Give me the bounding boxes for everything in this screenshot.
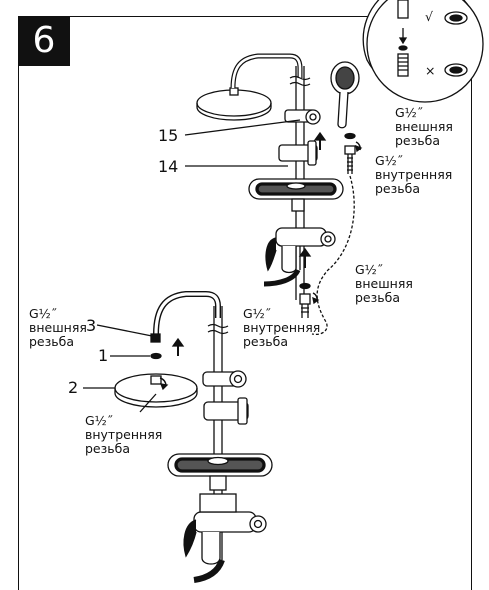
hose-connector-top (344, 145, 356, 174)
inset-wrong-mark: × (425, 63, 436, 78)
inset-washer-detail (362, 0, 484, 103)
mixer-bottom (183, 475, 267, 583)
slide-holder-top (278, 140, 318, 166)
overhead-arm-bottom (153, 291, 221, 335)
callout-1: 1 (98, 346, 109, 365)
callout-14: 14 (158, 157, 179, 176)
slide-holder-bottom (203, 397, 249, 425)
washer-hand-shower (344, 132, 356, 140)
washer-bottom (150, 352, 162, 360)
rain-shower-head-top (196, 87, 272, 121)
label-head-thread: G½˝ внутренняя резьба (85, 413, 163, 456)
step-number: 6 (18, 16, 70, 66)
step-frame (18, 16, 472, 590)
hose-path (311, 175, 355, 336)
rain-shower-head-bottom (114, 373, 198, 408)
label-hand-shower-thread: G½˝ внешняя резьба (395, 105, 453, 148)
wall-bracket-bottom (202, 370, 247, 388)
hand-shower-top (330, 61, 360, 129)
soap-dish-bottom (167, 453, 273, 477)
callout-2: 2 (68, 378, 79, 397)
label-mixer-outlet-thread: G½˝ внешняя резьба (355, 262, 413, 305)
mixer-top (263, 227, 336, 287)
inset-correct-mark: √ (425, 9, 433, 24)
callout-3: 3 (86, 316, 97, 335)
callout-15: 15 (158, 126, 179, 145)
label-holder-thread: G½˝ внутренняя резьба (375, 153, 453, 196)
label-mixer-inlet-thread: G½˝ внутренняя резьба (243, 306, 321, 349)
soap-dish-top (248, 178, 344, 200)
hose-nut-mixer (299, 293, 311, 318)
label-pipe-thread: G½˝ внешняя резьба (29, 306, 87, 349)
wall-bracket-top (284, 109, 321, 125)
washer-mixer (299, 282, 311, 290)
